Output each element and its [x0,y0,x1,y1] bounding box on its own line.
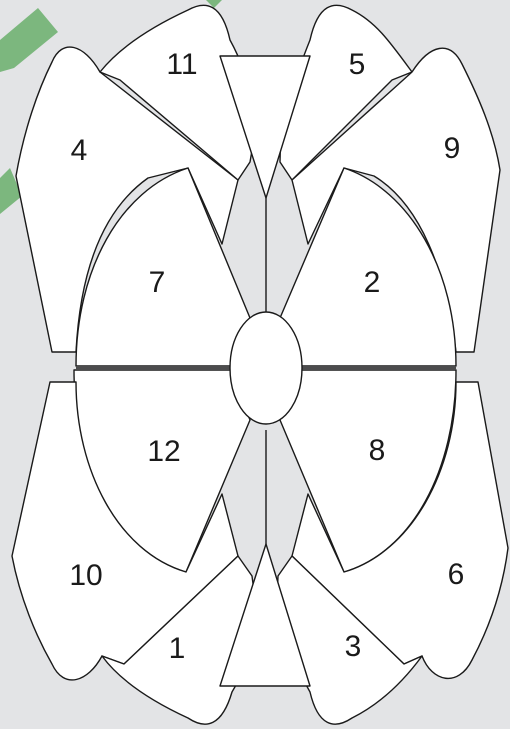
label-8: 8 [369,434,386,467]
label-6: 6 [448,558,465,591]
label-11: 11 [166,48,197,81]
label-9: 9 [444,132,461,165]
label-2: 2 [364,266,381,299]
label-5: 5 [349,48,366,81]
label-10: 10 [69,559,102,592]
center-body-oval [230,312,302,424]
green-stripe-top-left [0,8,58,72]
label-3: 3 [345,630,362,663]
label-4: 4 [71,134,88,167]
label-1: 1 [169,632,186,665]
label-7: 7 [149,266,166,299]
label-12: 12 [147,435,180,468]
